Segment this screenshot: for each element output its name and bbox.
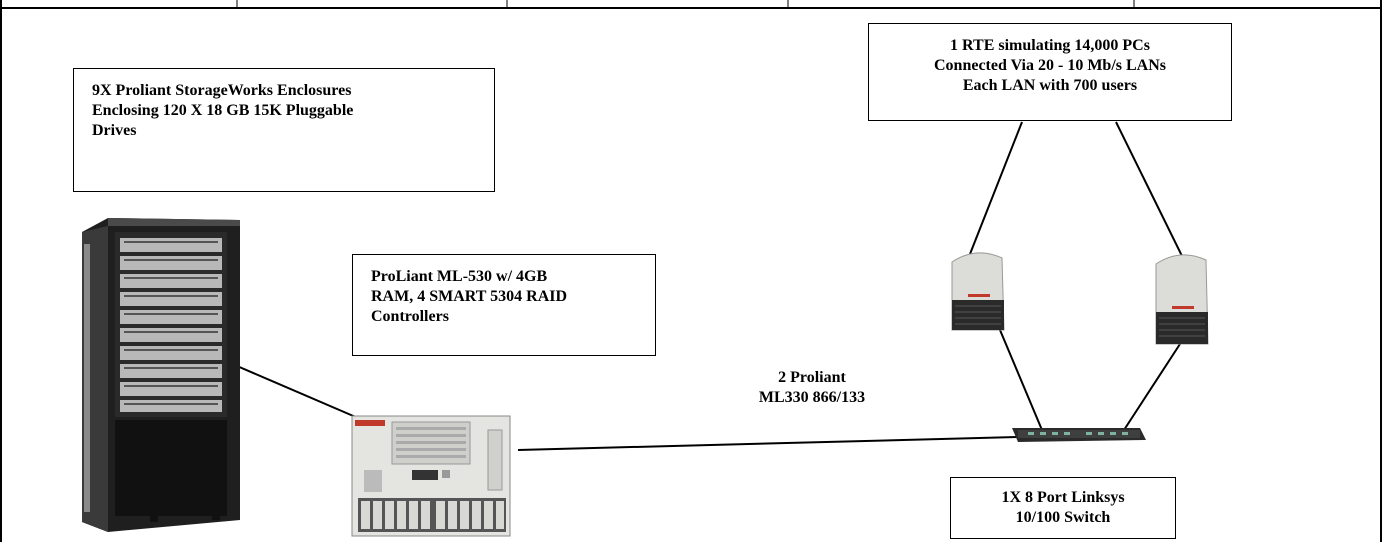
connections <box>236 121 1183 451</box>
switch-label-line: 1X 8 Port Linksys <box>1001 489 1125 506</box>
storage-label-line: Drives <box>92 122 137 139</box>
link-rte-client-right <box>1115 121 1183 257</box>
link-rack-server <box>236 365 359 419</box>
table-row-stub <box>236 0 1135 8</box>
link-rte-client-left <box>969 121 1023 255</box>
link-server-switch <box>517 436 1019 451</box>
clients-label-line: 2 Proliant <box>778 369 846 386</box>
link-client-left-switch <box>999 329 1043 431</box>
storage-label-line: Enclosing 120 X 18 GB 15K Pluggable <box>92 102 354 119</box>
rte-label-line: Connected Via 20 - 10 Mb/s LANs <box>933 57 1166 74</box>
server-label-line: Controllers <box>371 308 449 325</box>
storage-label-box: 9X Proliant StorageWorks Enclosures Encl… <box>73 68 495 192</box>
tower-server-icon <box>351 415 511 537</box>
network-switch-icon <box>1012 428 1146 442</box>
tower-pc-icon <box>951 252 1005 331</box>
clients-label-line: ML330 866/133 <box>758 389 866 406</box>
link-client-right-switch <box>1123 343 1181 431</box>
switch-label-box: 1X 8 Port Linksys 10/100 Switch <box>950 477 1176 539</box>
tower-pc-icon <box>1155 254 1209 345</box>
server-label-line: ProLiant ML-530 w/ 4GB <box>371 268 548 285</box>
rte-label-box: 1 RTE simulating 14,000 PCs Connected Vi… <box>868 23 1232 121</box>
storage-label-line: 9X Proliant StorageWorks Enclosures <box>92 82 352 99</box>
rte-label-line: 1 RTE simulating 14,000 PCs <box>950 37 1150 54</box>
clients-label: 2 Proliant ML330 866/133 <box>726 368 898 408</box>
rte-label-line: Each LAN with 700 users <box>962 77 1138 94</box>
switch-label-line: 10/100 Switch <box>1015 509 1111 526</box>
server-label-box: ProLiant ML-530 w/ 4GB RAM, 4 SMART 5304… <box>352 254 656 356</box>
storage-cabinet-icon <box>82 218 240 532</box>
server-label-line: RAM, 4 SMART 5304 RAID <box>371 288 568 305</box>
